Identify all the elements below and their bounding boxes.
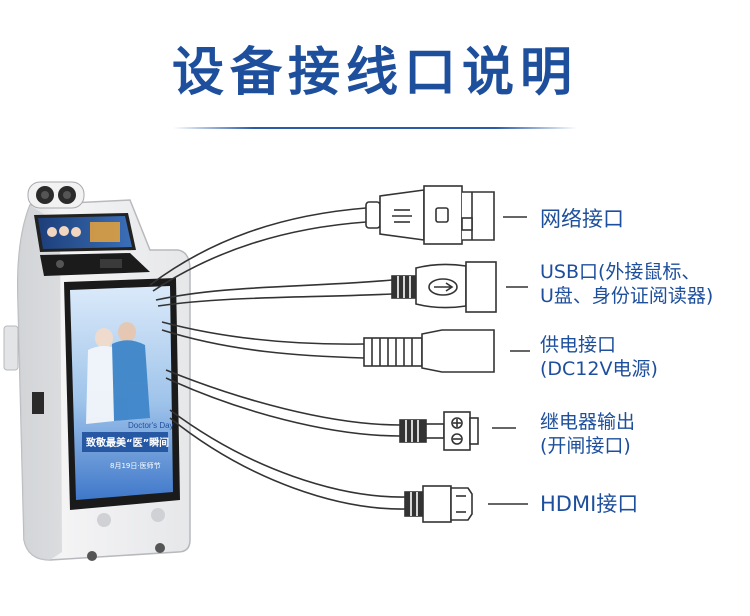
label-line: U盘、身份证阅读器) [540, 285, 714, 307]
usb-connector [391, 261, 497, 313]
power-connector [363, 329, 495, 373]
screen-date: 8月19日·医师节 [110, 461, 161, 470]
page-title: 设备接线口说明 [171, 43, 578, 103]
title-divider [173, 127, 577, 129]
network-connector [365, 185, 495, 245]
label-usb-port: USB口(外接鼠标、 U盘、身份证阅读器) [540, 260, 713, 308]
kiosk-device [3, 181, 191, 561]
cables [149, 207, 406, 510]
label-line: 网络接口 [540, 207, 624, 231]
hdmi-connector [404, 485, 473, 523]
screen-headline: 致敬最美“医”瞬间 [86, 436, 169, 449]
label-power-port: 供电接口 (DC12V电源) [540, 333, 658, 381]
label-network-port: 网络接口 [540, 206, 624, 232]
screen-subtitle: Doctor's Day [128, 421, 174, 430]
label-line: (DC12V电源) [540, 358, 658, 380]
label-line: 供电接口 [540, 334, 617, 356]
label-line: (开闸接口) [540, 435, 631, 457]
label-line: 继电器输出 [540, 411, 636, 433]
label-line: USB口(外接鼠标、 [540, 261, 701, 283]
label-relay-output: 继电器输出 (开闸接口) [540, 410, 635, 458]
label-line: HDMI接口 [540, 492, 639, 516]
label-hdmi-port: HDMI接口 [540, 491, 638, 517]
relay-connector [399, 411, 479, 451]
